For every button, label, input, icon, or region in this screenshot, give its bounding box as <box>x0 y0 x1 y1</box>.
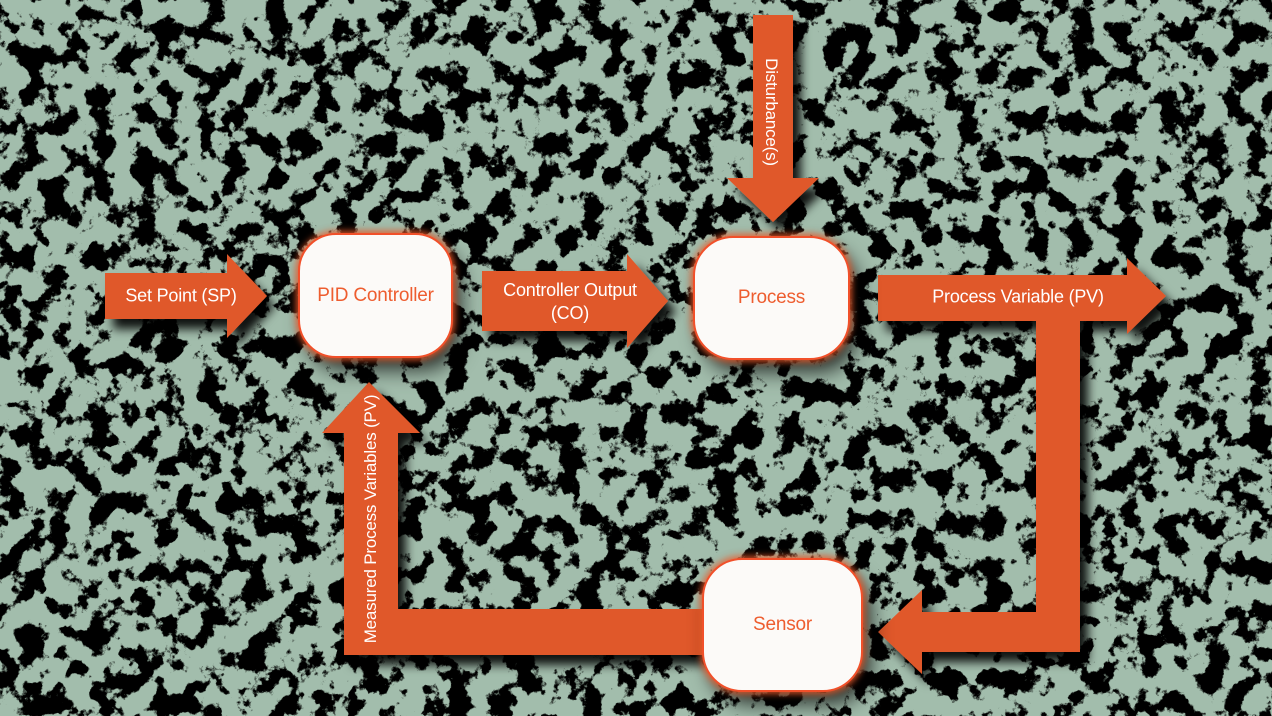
controller-output-line1: Controller Output <box>503 280 637 300</box>
set-point-arrow-label: Set Point (SP) <box>125 285 237 306</box>
sensor-box: Sensor <box>702 558 863 692</box>
disturbance-arrow-label: Disturbance(s) <box>762 58 781 166</box>
controller-output-line2: (CO) <box>550 303 590 323</box>
process-variable-arrow <box>878 258 1166 674</box>
disturbance-arrow <box>727 15 819 222</box>
measured-feedback-arrow <box>322 382 710 655</box>
pid-controller-label: PID Controller <box>317 284 434 306</box>
process-variable-arrow-label: Process Variable (PV) <box>932 286 1104 307</box>
process-label: Process <box>737 287 806 308</box>
pid-controller-box: PID Controller <box>298 233 453 358</box>
sensor-label: Sensor <box>752 614 812 635</box>
measured-process-variables-arrow-label: Measured Process Variables (PV) <box>361 394 380 644</box>
set-point-arrow <box>105 254 267 338</box>
controller-output-arrow-label: Controller Output (CO) <box>485 279 655 325</box>
controller-output-arrow <box>482 254 668 348</box>
process-box: Process <box>693 236 850 360</box>
